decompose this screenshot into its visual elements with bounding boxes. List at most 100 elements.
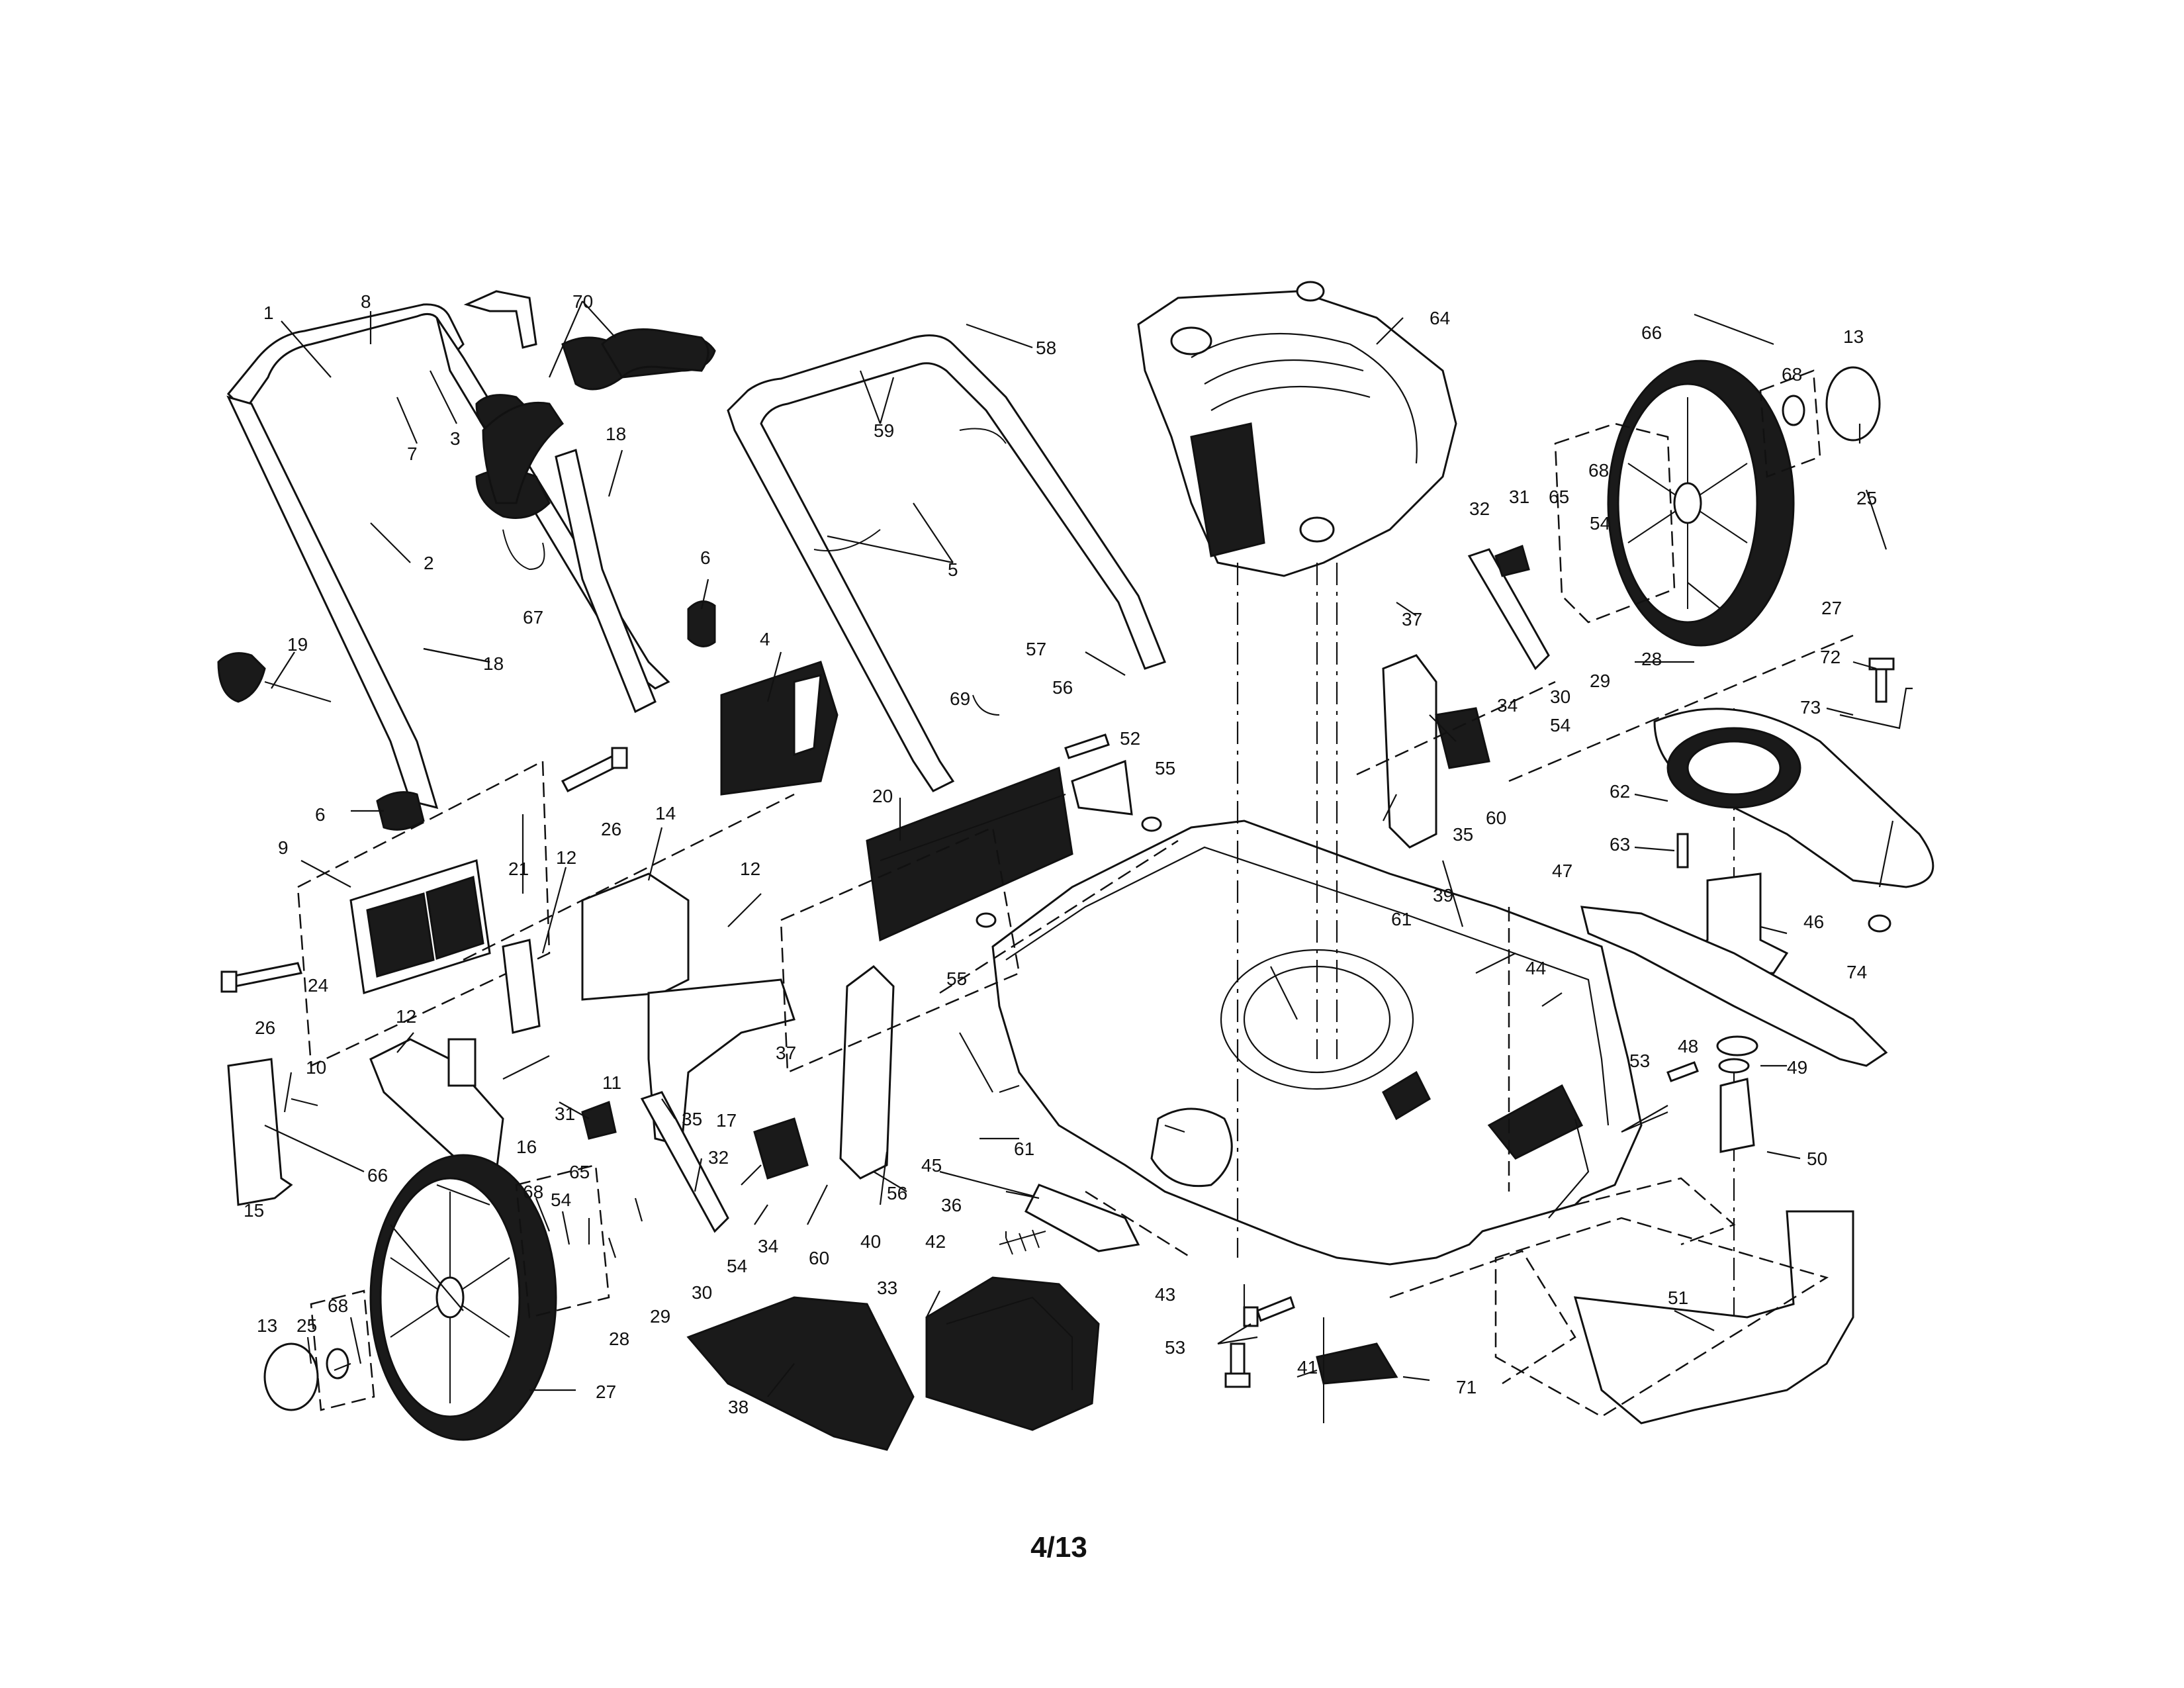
callout-57: 57 <box>1026 639 1046 659</box>
height-adjuster-left <box>753 965 895 1180</box>
callout-10: 10 <box>306 1057 326 1078</box>
callout-56b: 56 <box>887 1183 907 1203</box>
callout-25a: 25 <box>1856 488 1877 508</box>
callout-13b: 13 <box>257 1315 277 1336</box>
rear-skirt <box>1494 1210 1854 1425</box>
callout-71: 71 <box>1456 1377 1477 1397</box>
callout-6a: 6 <box>700 547 711 568</box>
rear-door-bracket <box>369 1038 504 1173</box>
callout-61a: 61 <box>1391 909 1412 929</box>
blade-washer-49 <box>1718 1058 1750 1074</box>
callout-40: 40 <box>860 1231 881 1252</box>
bolt-icon-26b <box>561 747 628 792</box>
blade-washer-48 <box>1716 1035 1758 1056</box>
callout-31a: 31 <box>1509 487 1529 507</box>
bolt-icon-56 <box>1064 733 1110 759</box>
callout-35b: 35 <box>682 1109 702 1129</box>
fuel-hose <box>482 328 709 504</box>
callout-45: 45 <box>921 1155 942 1176</box>
callout-9: 9 <box>278 837 289 858</box>
callout-13a: 13 <box>1843 326 1864 347</box>
callout-66b: 66 <box>367 1165 388 1186</box>
callout-50: 50 <box>1807 1149 1827 1169</box>
callout-18b: 18 <box>483 653 504 674</box>
height-adjuster-right <box>1382 654 1490 849</box>
callout-1: 1 <box>263 303 274 323</box>
handle-knob-icon-upper <box>217 652 332 703</box>
callout-32a: 32 <box>1469 498 1490 519</box>
callout-47: 47 <box>1552 861 1572 881</box>
callout-6b: 6 <box>315 804 326 825</box>
callout-30a: 30 <box>1550 686 1570 707</box>
callout-29b: 29 <box>650 1306 670 1327</box>
handle-knob-icon-right <box>687 600 716 647</box>
callout-21: 21 <box>508 859 529 879</box>
callout-60b: 60 <box>809 1248 829 1268</box>
callout-65b: 65 <box>569 1162 590 1182</box>
callout-55a: 55 <box>1155 758 1175 778</box>
callout-2: 2 <box>424 553 434 573</box>
callout-61b: 61 <box>1014 1139 1034 1159</box>
wheel-hardware-box-right <box>1554 369 1821 624</box>
callout-labels: 1 2 3 4 5 6 6 7 8 9 10 11 12 12 12 13 13… <box>244 291 1877 1417</box>
callout-16: 16 <box>516 1137 537 1157</box>
engine <box>1137 281 1457 577</box>
callout-37a: 37 <box>1402 609 1422 630</box>
callout-26b: 26 <box>255 1017 275 1038</box>
callout-35a: 35 <box>1453 824 1473 845</box>
callout-7: 7 <box>407 444 418 464</box>
callout-12c: 12 <box>396 1006 416 1027</box>
grass-bag-frame <box>296 759 551 1067</box>
callout-43: 43 <box>1155 1284 1175 1305</box>
baffle <box>1653 708 1934 888</box>
callout-39: 39 <box>1433 885 1453 906</box>
callout-12b: 12 <box>740 859 760 879</box>
callout-36: 36 <box>941 1195 962 1215</box>
callout-73: 73 <box>1800 697 1821 718</box>
callout-54c: 54 <box>551 1190 571 1210</box>
callout-4: 4 <box>760 629 770 649</box>
side-discharge-chute <box>686 1296 915 1451</box>
callout-66a: 66 <box>1641 322 1662 343</box>
bolt-icon-53b <box>1224 1342 1251 1388</box>
callout-54a: 54 <box>1590 513 1610 534</box>
deck-bracket-12 <box>502 939 541 1034</box>
callout-53b: 53 <box>1165 1337 1185 1358</box>
callout-28b: 28 <box>609 1329 629 1349</box>
wheel-hardware-box-left <box>310 1164 610 1411</box>
mulch-plug <box>925 1276 1100 1431</box>
height-lever-right <box>1467 545 1550 671</box>
blade <box>1580 906 1888 1067</box>
callout-70: 70 <box>572 291 593 312</box>
callout-54d: 54 <box>727 1256 747 1276</box>
callout-34b: 34 <box>758 1236 778 1256</box>
callout-46: 46 <box>1803 912 1824 932</box>
hubcap-icon-left <box>263 1342 319 1411</box>
nut-icon-74 <box>1868 914 1891 933</box>
callout-44: 44 <box>1525 958 1546 978</box>
callout-17: 17 <box>716 1110 737 1131</box>
callout-15: 15 <box>244 1200 264 1221</box>
rear-wheel-left <box>369 1154 557 1441</box>
callout-33: 33 <box>877 1278 897 1298</box>
callout-60a: 60 <box>1486 808 1506 828</box>
callout-34a: 34 <box>1497 695 1518 716</box>
lower-handle-left <box>502 449 657 714</box>
clip-icon-52 <box>1071 759 1133 816</box>
rear-flap <box>647 978 796 1147</box>
callout-54b: 54 <box>1550 715 1570 735</box>
callout-30b: 30 <box>692 1282 712 1303</box>
callout-29a: 29 <box>1590 671 1610 691</box>
center-handle <box>727 334 1166 792</box>
callout-24: 24 <box>308 975 328 996</box>
callout-52: 52 <box>1120 728 1140 749</box>
callout-58: 58 <box>1036 338 1056 358</box>
bracket-icon-36 <box>1024 1184 1140 1252</box>
deck-bracket-14 <box>581 872 690 1001</box>
callout-65a: 65 <box>1549 487 1569 507</box>
upper-handle-left <box>226 290 716 810</box>
callout-51: 51 <box>1668 1288 1688 1308</box>
dashed-connections <box>463 634 1854 1385</box>
bolt-icon-26a <box>220 962 302 993</box>
